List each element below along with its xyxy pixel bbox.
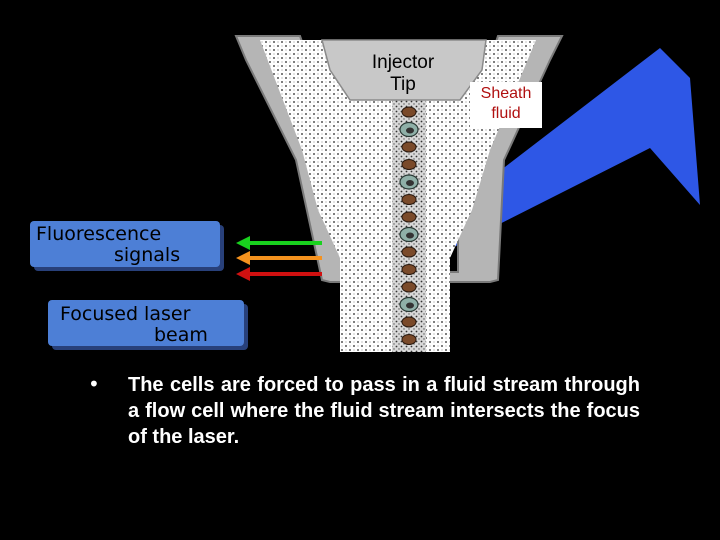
cell-with-nucleus [399, 226, 419, 243]
injector-tip-label: Injector Tip [352, 52, 454, 96]
red-signal-arrow [236, 267, 322, 281]
particle [401, 316, 417, 328]
fluorescence-arrows [236, 236, 322, 281]
bullet-text: The cells are forced to pass in a fluid … [128, 374, 640, 448]
particle [401, 264, 417, 275]
fluorescence-label-line1: Fluorescence [36, 223, 162, 245]
particle [401, 281, 417, 293]
bullet-symbol: • [88, 372, 100, 396]
particle [401, 334, 417, 345]
injector-label-text: Injector Tip [371, 52, 435, 95]
particle [401, 159, 417, 170]
particle [401, 194, 417, 205]
green-signal-arrow [236, 236, 322, 250]
sheath-label-text: Sheath fluid [480, 85, 532, 122]
injector-tip [321, 39, 487, 101]
focused-laser-beam-label: Focused laser beam [48, 300, 244, 346]
cell-with-nucleus [399, 121, 419, 138]
fluorescence-label-line2: signals [114, 244, 181, 266]
sheath-fluid-label: Sheath fluid [470, 82, 542, 128]
particle [401, 211, 417, 223]
cell-with-nucleus [399, 174, 419, 190]
laser-label-line2: beam [154, 324, 208, 346]
particle [401, 106, 417, 118]
particle [401, 246, 417, 258]
laser-label-line1: Focused laser [60, 303, 191, 325]
orange-signal-arrow [236, 251, 322, 265]
cell-with-nucleus [399, 296, 419, 313]
cells-column [399, 106, 419, 345]
particle [401, 141, 417, 153]
fluorescence-signals-label: Fluorescence signals [30, 221, 220, 267]
